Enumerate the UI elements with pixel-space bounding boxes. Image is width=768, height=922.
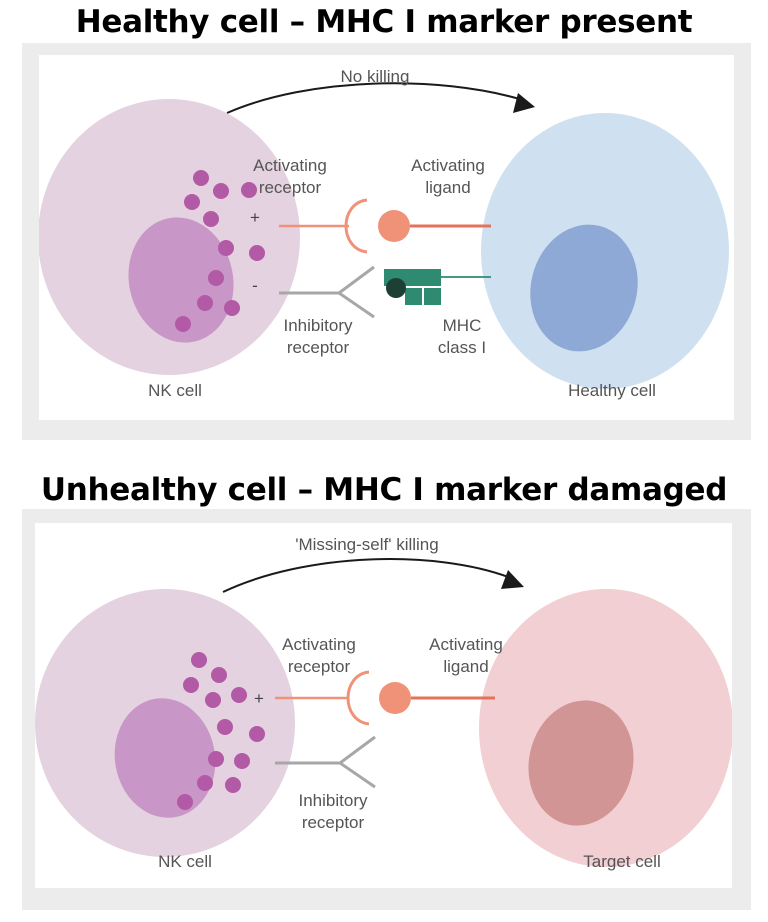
activating-receptor-label-1: Activating: [282, 635, 356, 654]
granule: [183, 677, 199, 693]
granule: [249, 245, 265, 261]
granule: [241, 182, 257, 198]
left-cell-label: NK cell: [158, 852, 212, 871]
inhibitory-receptor-label-1: Inhibitory: [284, 316, 353, 335]
activating-receptor-label-2: receptor: [288, 657, 351, 676]
granule: [208, 751, 224, 767]
granule: [197, 295, 213, 311]
granule: [208, 270, 224, 286]
healthy-nucleus: [530, 224, 638, 352]
mhc-class-i-icon: [384, 269, 491, 305]
activating-ligand-label-1: Activating: [429, 635, 503, 654]
left-cell-label: NK cell: [148, 381, 202, 400]
panel2-title: Unhealthy cell – MHC I marker damaged: [40, 472, 728, 508]
granule: [231, 687, 247, 703]
activating-ligand-label-1: Activating: [411, 156, 485, 175]
granule: [197, 775, 213, 791]
activating-ligand-icon: [378, 210, 491, 242]
activating-receptor-icon: [279, 198, 368, 254]
activating-ligand-label-2: ligand: [443, 657, 488, 676]
granule: [203, 211, 219, 227]
mhc-label-1: MHC: [443, 316, 482, 335]
granule: [234, 753, 250, 769]
plus-sign: +: [250, 208, 260, 227]
granule: [184, 194, 200, 210]
granule: [224, 300, 240, 316]
arrow-label: 'Missing-self' killing: [295, 535, 438, 554]
mhc-label-2: class I: [438, 338, 486, 357]
activating-receptor-label-2: receptor: [259, 178, 322, 197]
granule: [249, 726, 265, 742]
granules: [175, 170, 265, 332]
right-cell-label: Target cell: [583, 852, 660, 871]
panel2-canvas: 'Missing-self' killing +: [35, 523, 733, 888]
granule: [213, 183, 229, 199]
panel1-diagram: No killing + -: [38, 67, 729, 400]
activating-ligand-label-2: ligand: [425, 178, 470, 197]
inhibitory-receptor-icon: [275, 735, 376, 789]
activating-receptor-icon: [275, 670, 370, 726]
granule: [217, 719, 233, 735]
panel1-frame: No killing + -: [22, 43, 751, 440]
minus-sign: -: [252, 276, 258, 295]
panel1-title: Healthy cell – MHC I marker present: [75, 4, 693, 40]
granule: [193, 170, 209, 186]
arrow-head-icon: [501, 570, 524, 589]
activating-ligand-icon: [379, 682, 495, 714]
inhibitory-receptor-label-1: Inhibitory: [299, 791, 368, 810]
arrow-label: No killing: [341, 67, 410, 86]
curved-arrow-icon: [222, 558, 512, 593]
granule: [175, 316, 191, 332]
nk-nucleus: [114, 698, 216, 818]
granules: [177, 652, 265, 810]
right-cell-label: Healthy cell: [568, 381, 656, 400]
arrow-head-icon: [513, 93, 535, 113]
inhibitory-receptor-icon: [279, 265, 375, 319]
granule: [191, 652, 207, 668]
activating-receptor-label-1: Activating: [253, 156, 327, 175]
plus-sign: +: [254, 689, 264, 708]
granule: [177, 794, 193, 810]
panel1-canvas: No killing + -: [38, 55, 734, 420]
inhibitory-receptor-label-2: receptor: [287, 338, 350, 357]
inhibitory-receptor-label-2: receptor: [302, 813, 365, 832]
granule: [225, 777, 241, 793]
nk-nucleus: [128, 217, 234, 343]
granule: [218, 240, 234, 256]
curved-arrow-icon: [226, 82, 524, 114]
panel2-frame: 'Missing-self' killing +: [22, 509, 751, 910]
panel2-diagram: 'Missing-self' killing +: [35, 535, 733, 871]
granule: [205, 692, 221, 708]
target-nucleus: [528, 700, 634, 826]
granule: [211, 667, 227, 683]
